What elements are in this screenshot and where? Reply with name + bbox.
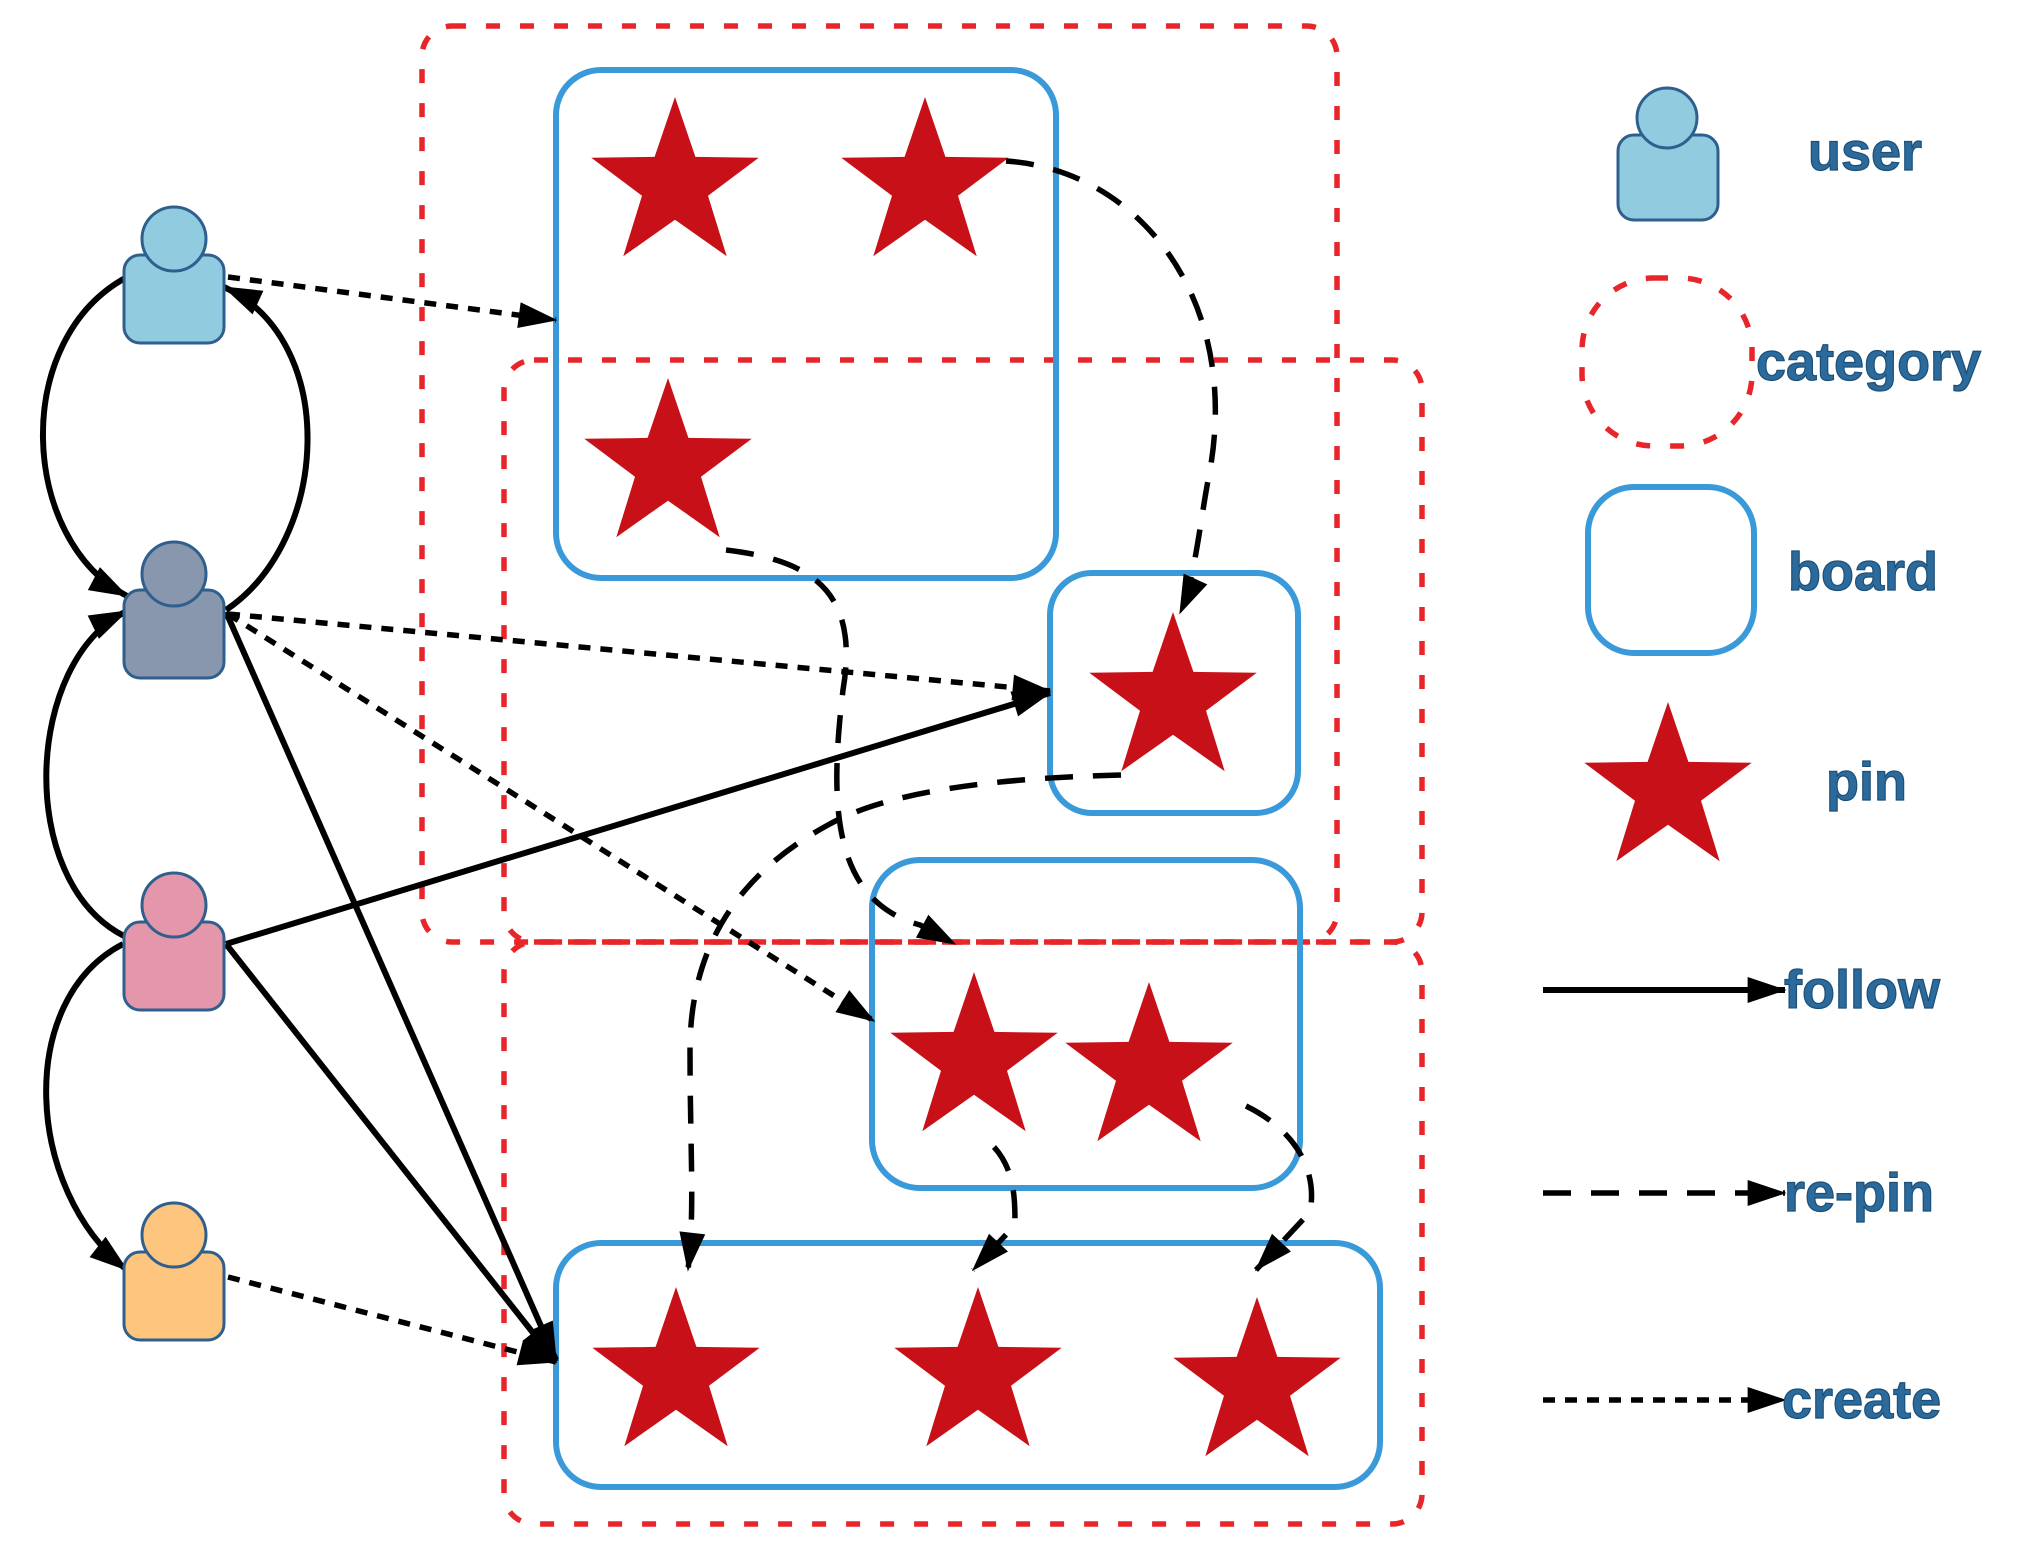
edge-re-pin: [679, 772, 1122, 1272]
edge-create: [226, 611, 876, 1024]
board-3: [869, 857, 1303, 1191]
edge-follow: [43, 941, 129, 1273]
pin-star-icon: [890, 972, 1058, 1132]
edge-re-pin: [725, 547, 957, 947]
user-head: [140, 205, 208, 273]
edge-follow: [43, 608, 129, 939]
legend-board-label: board: [1788, 542, 1938, 602]
user-head: [140, 1201, 208, 1269]
user-u1: [122, 205, 226, 345]
legend-pin-label: pin: [1826, 752, 1907, 812]
category-bottom: [501, 939, 1425, 1527]
edge-create: [227, 274, 558, 329]
category-top: [419, 23, 1340, 945]
edge-re-pin: [970, 1145, 1018, 1272]
user-u4: [122, 1201, 226, 1342]
legend-re-pin-label: re-pin: [1784, 1163, 1934, 1223]
legend-star-icon: [1584, 702, 1752, 862]
edge-follow: [222, 284, 311, 613]
pin-star-icon: [841, 97, 1009, 257]
user-u3: [122, 871, 226, 1012]
pin-star-icon: [592, 1287, 760, 1447]
pin-star-icon: [1173, 1297, 1341, 1457]
pin-star-icon: [1065, 982, 1233, 1142]
category-right: [501, 357, 1425, 945]
pin-star-icon: [591, 97, 759, 257]
pin-star-icon: [1089, 612, 1257, 772]
edge-follow: [223, 610, 559, 1362]
legend-category-icon: [1579, 275, 1755, 449]
edge-follow: [223, 942, 559, 1364]
edge-re-pin: [1244, 1103, 1315, 1272]
legend-board-icon: [1585, 484, 1757, 656]
legend-category-label: category: [1756, 332, 1981, 392]
edge-create: [227, 611, 1052, 701]
edge-follow: [225, 690, 1052, 947]
pin-star-icon: [584, 378, 752, 538]
edge-create: [227, 1274, 558, 1366]
pins: [584, 97, 1341, 1457]
legend-create-label: create: [1782, 1370, 1941, 1430]
user-head: [140, 871, 208, 939]
user-u2: [122, 540, 226, 680]
legend-follow-label: follow: [1784, 960, 1941, 1020]
legend-user-label: user: [1808, 122, 1922, 182]
edge-re-pin: [1005, 158, 1219, 615]
user-head: [140, 540, 208, 608]
legend-user-icon: [1616, 86, 1720, 222]
legend: user category board pin follow re-pin cr…: [1543, 86, 1982, 1431]
edge-follow: [40, 274, 129, 599]
pin-star-icon: [894, 1287, 1062, 1447]
